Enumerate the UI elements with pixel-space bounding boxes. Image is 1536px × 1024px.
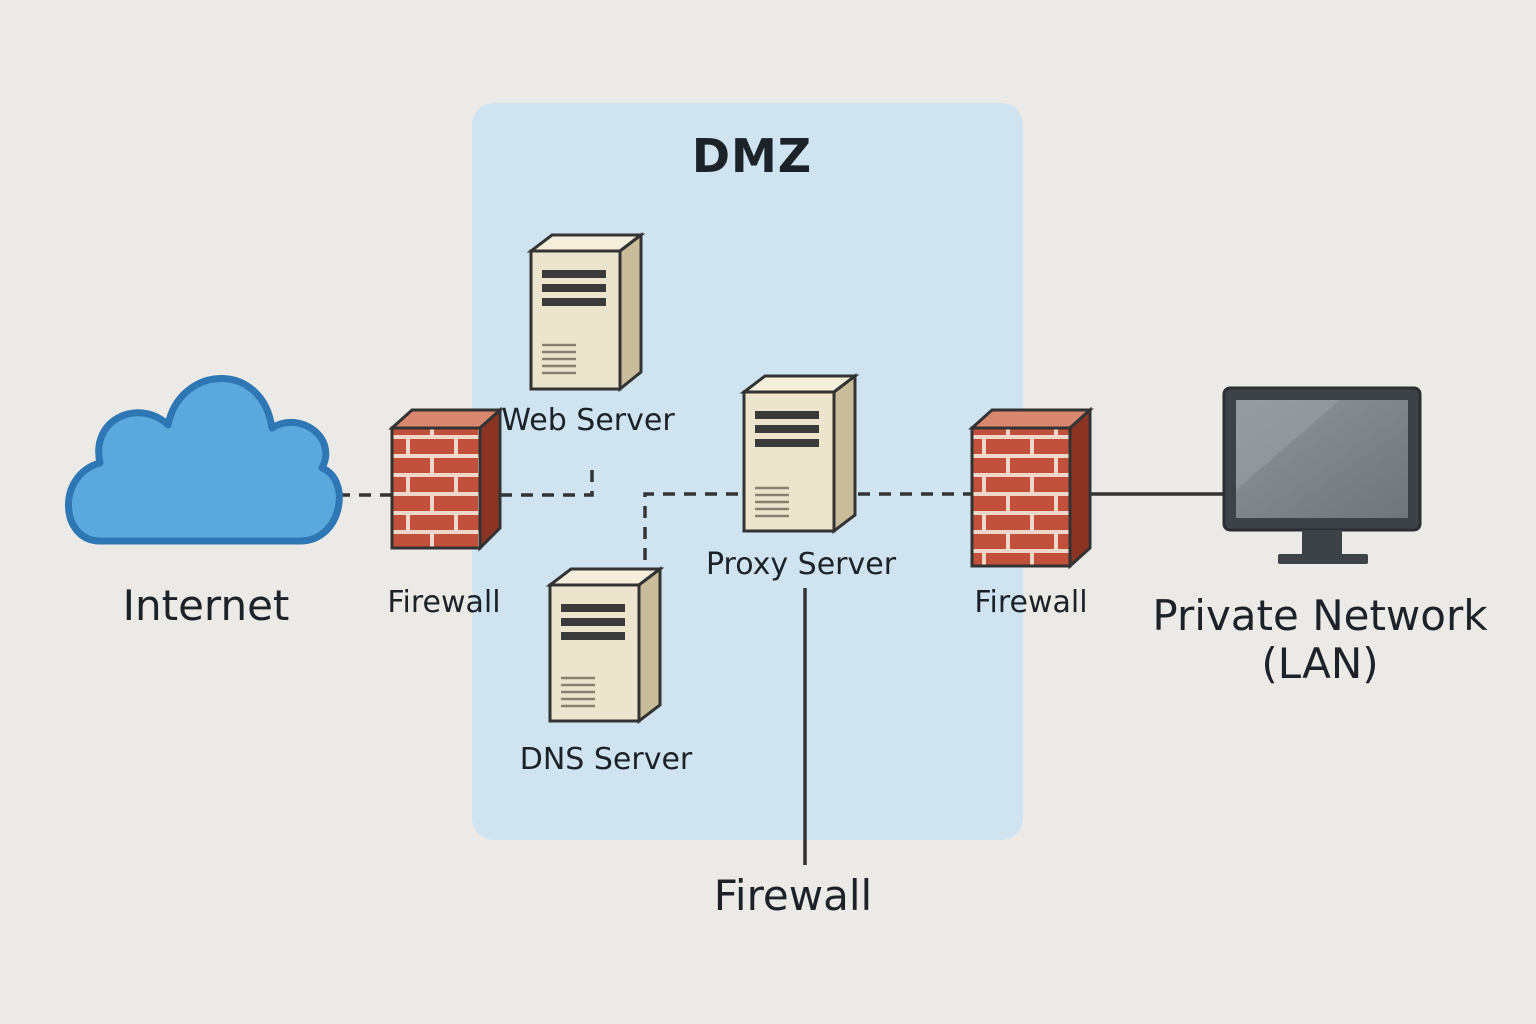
web-server-icon: [526, 231, 646, 393]
private-network-label-line2: (LAN): [1261, 639, 1379, 689]
proxy-server-icon: [739, 372, 860, 535]
web-server-label: Web Server: [501, 403, 675, 438]
proxy-server-label: Proxy Server: [705, 547, 897, 582]
link-dns-proxy: [643, 492, 742, 560]
monitor-icon: [1222, 386, 1422, 564]
internet-label: Internet: [122, 581, 290, 630]
private-network-label: Private Network (LAN): [1150, 591, 1490, 689]
firewall-bottom-label: Firewall: [713, 871, 873, 920]
cloud-icon: [65, 375, 343, 545]
firewall-right-label: Firewall: [974, 585, 1088, 620]
dns-server-label: DNS Server: [519, 742, 693, 777]
link-firewall-webserver: [500, 468, 594, 497]
private-network-label-line1: Private Network: [1152, 591, 1488, 640]
firewall-left-icon: [388, 406, 504, 552]
connection-lines: [338, 468, 1224, 865]
dns-server-icon: [545, 565, 665, 725]
firewall-right-icon: [968, 406, 1094, 570]
firewall-left-label: Firewall: [387, 585, 501, 620]
dmz-title: DMZ: [691, 129, 813, 183]
